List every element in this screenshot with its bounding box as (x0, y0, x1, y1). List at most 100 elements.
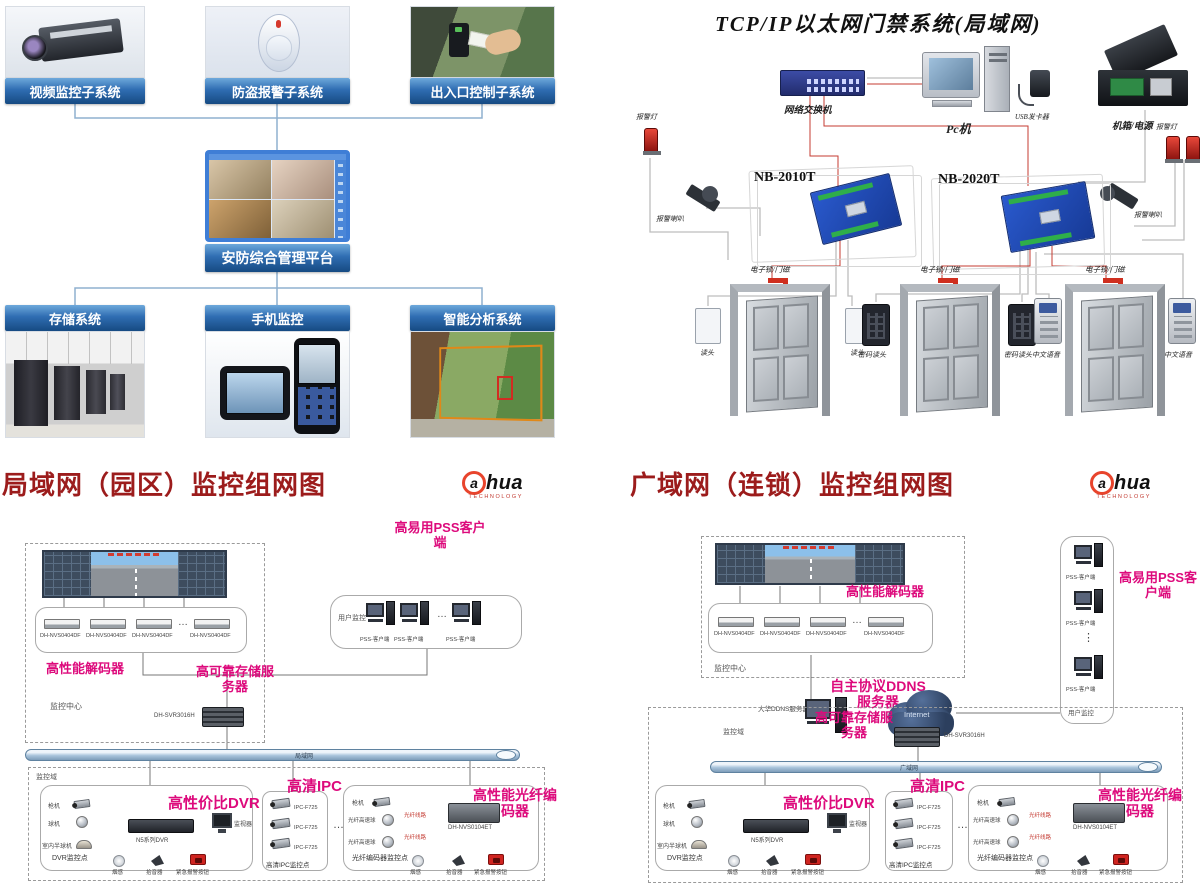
keypad-buttons (1174, 316, 1192, 338)
camera-lens (269, 841, 276, 848)
decoder-model: DH-NVS0404DF (86, 633, 127, 639)
alarm-light-label: 报警灯 (636, 113, 657, 121)
pc-screen (929, 58, 973, 90)
camera-lens (71, 802, 78, 809)
wire (1044, 253, 1184, 298)
connector (764, 773, 1101, 791)
storage-model: DH-SVR3016H (944, 733, 985, 739)
decoder-device (868, 617, 904, 627)
pss-client-computer (366, 601, 396, 629)
alarm-light-icon (1165, 136, 1183, 163)
switch-ports (807, 79, 859, 84)
smoke-sensor-icon (728, 855, 740, 867)
electric-lock-icon (768, 278, 788, 291)
card-management-platform: 安防综合管理平台 (205, 244, 350, 272)
card-reader-illustration (449, 23, 469, 57)
chassis-label: 机箱/电源 (1112, 122, 1153, 132)
section-title: 局域网（园区）监控组网图 (2, 471, 327, 500)
door-panel (923, 305, 949, 352)
lan-monitoring-diagram: 局域网（园区）监控组网图 a hua TECHNOLOGY … DH-NVS04… (0, 455, 600, 884)
card-video-surveillance: 视频监控子系统 (5, 78, 145, 104)
gray-wires (649, 77, 1185, 306)
fiber-encoder-device (448, 803, 500, 823)
gun-camera-label: 枪机 (663, 804, 676, 810)
decoder-device (44, 619, 80, 629)
fiber-line-label: 光纤线路 (1029, 835, 1052, 841)
decoder-title: 高性能解码器 (46, 661, 125, 676)
phone-keypad (298, 387, 336, 425)
dahua-logo: a hua TECHNOLOGY (462, 471, 523, 500)
ellipsis: … (852, 615, 862, 626)
lock-label: 电子锁/门磁 (920, 265, 960, 274)
storage-title: 高可靠存储服务器 (195, 664, 274, 694)
fiber-dome-icon (1007, 836, 1019, 848)
dahua-logo-row: a hua (462, 471, 523, 495)
switch-label: 网络交换机 (784, 106, 832, 116)
camera-lens (269, 801, 276, 808)
wire (1078, 110, 1146, 183)
controller1-label: NB-2010T (754, 170, 816, 185)
chip (844, 200, 868, 218)
gun-camera-label: 枪机 (977, 801, 990, 807)
tower-drive (989, 53, 1007, 56)
connector (149, 761, 471, 791)
ceiling (6, 332, 144, 364)
pss-box-label: 用户监控 (338, 615, 366, 622)
monitor-toolbar (335, 160, 346, 238)
ellipsis: … (437, 609, 447, 620)
card-label: 防盗报警子系统 (231, 84, 323, 100)
ellipsis: … (333, 819, 344, 831)
dvr-device (128, 819, 194, 833)
panic-label: 紧急报警按钮 (474, 870, 508, 876)
door-panel (953, 354, 979, 400)
storage-title: 高可靠存储服务器 (814, 710, 893, 740)
computer-tower (420, 601, 429, 625)
wire (809, 96, 839, 192)
door-panel (1118, 354, 1144, 400)
fiber-encoder-device (1073, 803, 1125, 823)
computer-screen (805, 699, 831, 719)
wire (875, 248, 1021, 302)
card-label: 出入口控制子系统 (430, 84, 535, 100)
pc-stand (932, 100, 972, 107)
fiber-line-label: 光纤线路 (1029, 813, 1052, 819)
panel-outline (757, 175, 922, 267)
panel-outline (939, 183, 1111, 275)
cctv-view-2 (272, 160, 334, 199)
door (730, 284, 830, 416)
fiber-dome-label: 光纤高速球 (348, 840, 376, 846)
decoder-model: DH-NVS0404DF (40, 633, 81, 639)
card-label: 安防综合管理平台 (221, 250, 334, 266)
logo-text: hua (486, 471, 524, 494)
fiber-dome-icon (1007, 814, 1019, 826)
pss-client-computer (1074, 655, 1104, 683)
voice-reader-label: 中文语音 (1164, 351, 1192, 359)
panic-label: 紧急报警按钮 (176, 870, 210, 876)
pc-label: Pc机 (946, 122, 971, 136)
connector (142, 649, 428, 676)
card-reader-icon (695, 308, 721, 344)
connector (63, 598, 185, 607)
storage-server-device (202, 707, 244, 727)
keypad-screen (1173, 303, 1191, 313)
video-wall (715, 543, 905, 585)
dvr-point-label: DVR监控点 (667, 855, 703, 862)
door-leaf (1081, 295, 1153, 413)
vertical-ellipsis: ⋮ (1083, 632, 1094, 644)
logo-subtext: TECHNOLOGY (468, 494, 524, 500)
logo-letter: a (1098, 475, 1106, 491)
access-control-diagram: TCP/IP以太网门禁系统(局域网) 网络交换机 Pc机 USB发卡器 机箱/电… (600, 0, 1200, 455)
ipc-point-label: 高清IPC监控点 (889, 862, 933, 869)
computer-base (807, 721, 829, 724)
pss-client-computer (1074, 589, 1104, 617)
panic-label: 紧急报警按钮 (1099, 870, 1133, 876)
monitor-icon (212, 813, 232, 828)
button-core (1118, 858, 1125, 863)
computer-base (368, 619, 383, 622)
button-core (810, 858, 817, 863)
pickup-label: 拾音器 (1071, 870, 1088, 876)
domain-label: 监控域 (723, 729, 744, 736)
computer-base (454, 619, 469, 622)
smoke-sensor-icon (412, 855, 424, 867)
computer-screen (452, 603, 470, 617)
